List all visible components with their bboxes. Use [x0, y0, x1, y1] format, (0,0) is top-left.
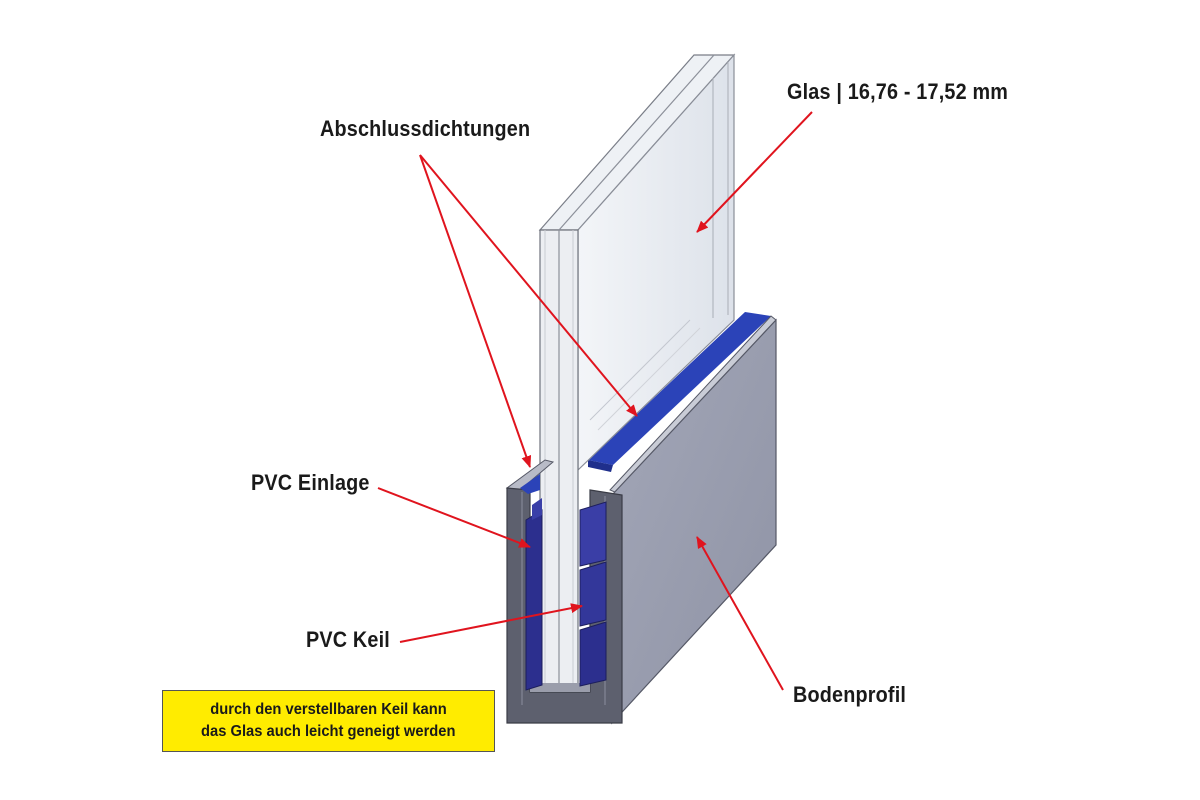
label-glass: Glas | 16,76 - 17,52 mm: [787, 79, 1009, 104]
annotation-arrows: [377, 111, 813, 691]
arrow-seal-front: [419, 154, 532, 468]
seal-strip-front: [520, 474, 540, 494]
arrow-base-profile: [696, 536, 784, 691]
arrow-glass: [696, 111, 813, 233]
arrow-pvc-wedge: [399, 603, 583, 643]
seal-strip-back: [588, 312, 771, 472]
arrow-pvc-insert: [377, 487, 531, 548]
label-base-profile: Bodenprofil: [793, 682, 907, 707]
label-seals: Abschlussdichtungen: [320, 116, 531, 141]
info-note-line-2: das Glas auch leicht geneigt werden: [201, 723, 456, 740]
label-pvc-insert: PVC Einlage: [251, 470, 370, 495]
laminate-line-top: [558, 54, 715, 231]
info-note-line-1: durch den verstellbaren Keil kann: [210, 701, 447, 718]
label-pvc-wedge: PVC Keil: [306, 627, 390, 652]
pvc-insert: [525, 498, 543, 691]
arrow-seal-back: [419, 154, 638, 417]
pvc-wedge: [579, 501, 607, 687]
info-note: durch den verstellbaren Keil kann das Gl…: [162, 690, 495, 752]
